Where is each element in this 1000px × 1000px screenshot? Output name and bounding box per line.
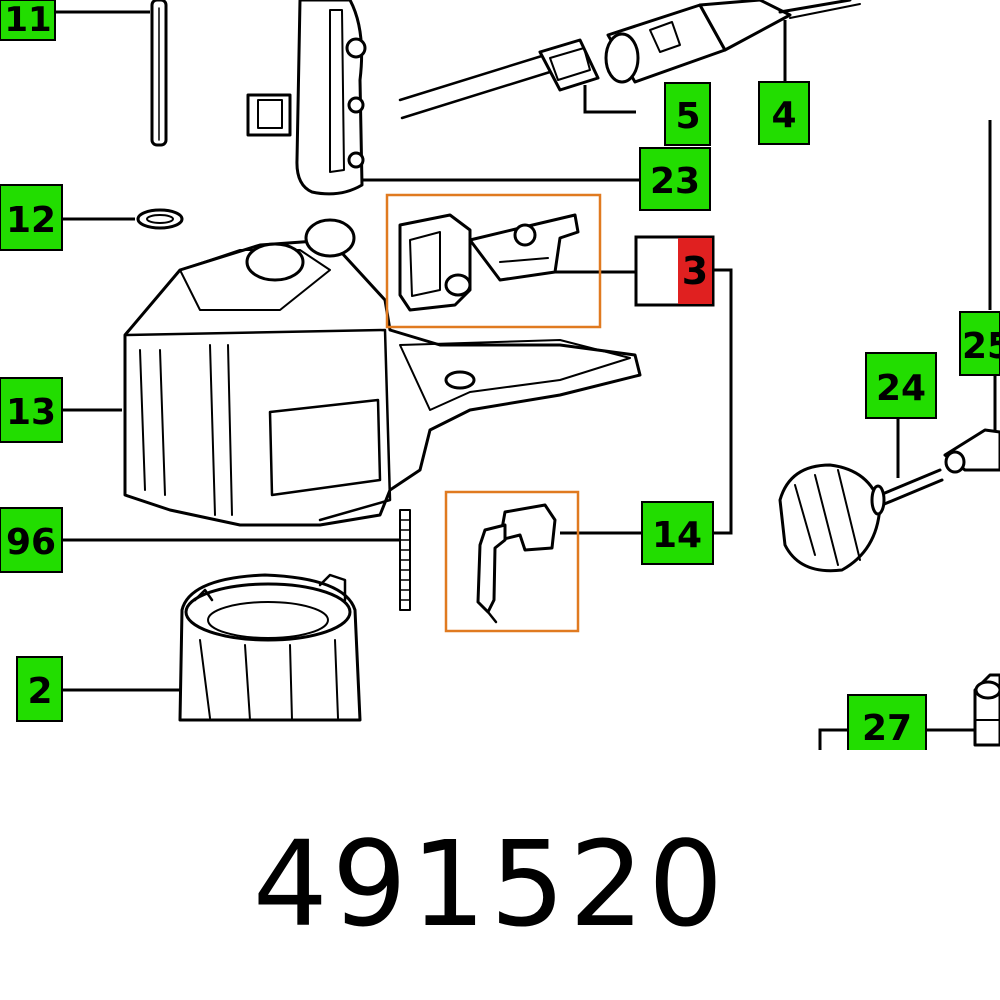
field-coil-part-2 [178, 573, 362, 722]
svg-text:96: 96 [6, 522, 56, 563]
o-ring-part-12 [136, 208, 184, 230]
svg-text:3: 3 [682, 249, 708, 293]
callout-2: 2 [16, 656, 63, 722]
svg-text:11: 11 [4, 0, 51, 40]
callout-4: 4 [758, 81, 810, 145]
leader-lines [55, 10, 997, 760]
svg-text:25: 25 [962, 326, 1000, 367]
leader-5 [583, 85, 636, 114]
callout-5: 5 [664, 82, 711, 146]
svg-text:23: 23 [650, 161, 700, 202]
footer-area [0, 750, 1000, 1000]
knob-part-24 [778, 463, 944, 573]
svg-text:4: 4 [771, 95, 796, 136]
callout-13: 13 [0, 377, 63, 443]
callout-3-highlighted: 3 [634, 235, 715, 307]
svg-text:5: 5 [675, 96, 700, 137]
tube-part-25 [943, 428, 1000, 474]
strip-part-96 [399, 509, 411, 611]
part-number: 491520 [253, 815, 727, 953]
cable-sleeve-part-4 [604, 0, 861, 84]
callout-96: 96 [0, 507, 63, 573]
cover-plate-part-23 [246, 0, 367, 196]
callout-12: 12 [0, 184, 63, 251]
highlight-box-part-3 [385, 193, 602, 329]
svg-text:13: 13 [6, 392, 56, 433]
cable-gland-part-5 [398, 38, 600, 120]
callout-25: 25 [959, 311, 1000, 376]
leader-3-14-bracket [713, 268, 733, 535]
switch-part-3 [398, 213, 580, 312]
svg-text:2: 2 [27, 671, 52, 712]
callout-14: 14 [641, 501, 714, 565]
hex-key-part-11 [150, 0, 168, 147]
motor-housing-part-13 [123, 218, 642, 527]
svg-text:14: 14 [652, 515, 702, 556]
brush-holder-part-27 [973, 673, 1000, 747]
callout-11: 11 [0, 0, 56, 41]
highlight-box-part-14 [444, 490, 580, 633]
svg-text:27: 27 [862, 708, 912, 749]
callout-23: 23 [639, 147, 711, 211]
callout-27: 27 [847, 694, 927, 756]
callout-24: 24 [865, 352, 937, 419]
svg-text:24: 24 [876, 368, 926, 409]
svg-text:12: 12 [6, 200, 56, 241]
lever-part-14 [476, 503, 557, 624]
